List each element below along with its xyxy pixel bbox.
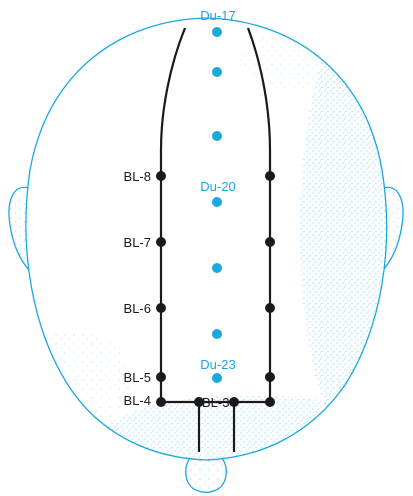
du-point	[212, 131, 222, 141]
bl-8-right-point	[265, 171, 275, 181]
du-20-point	[212, 197, 222, 207]
du-point	[212, 67, 222, 77]
bl-4-left-point	[156, 397, 166, 407]
bl-7-left-point	[156, 237, 166, 247]
bl-6-left-point	[156, 303, 166, 313]
bl-5-left-point	[156, 372, 166, 382]
bl-8-left-point	[156, 171, 166, 181]
bl-6-right-point	[265, 303, 275, 313]
bl-4-right-point	[265, 397, 275, 407]
bl-8-label: BL-8	[124, 169, 151, 184]
bl-7-label: BL-7	[124, 235, 151, 250]
du-17-label: Du-17	[200, 8, 235, 23]
du-23-label: Du-23	[200, 357, 235, 372]
bl-5-label: BL-5	[124, 370, 151, 385]
bl-5-right-point	[265, 372, 275, 382]
bl-3-right-point	[229, 397, 239, 407]
nose-outline	[186, 458, 227, 492]
du-23-point	[212, 373, 222, 383]
du-17-point	[212, 27, 222, 37]
du-20-label: Du-20	[200, 179, 235, 194]
bl-6-label: BL-6	[124, 301, 151, 316]
bl-4-label: BL-4	[124, 393, 151, 408]
du-point	[212, 263, 222, 273]
bl-7-right-point	[265, 237, 275, 247]
du-point	[212, 329, 222, 339]
bl-3-label: BL-3	[202, 395, 229, 410]
